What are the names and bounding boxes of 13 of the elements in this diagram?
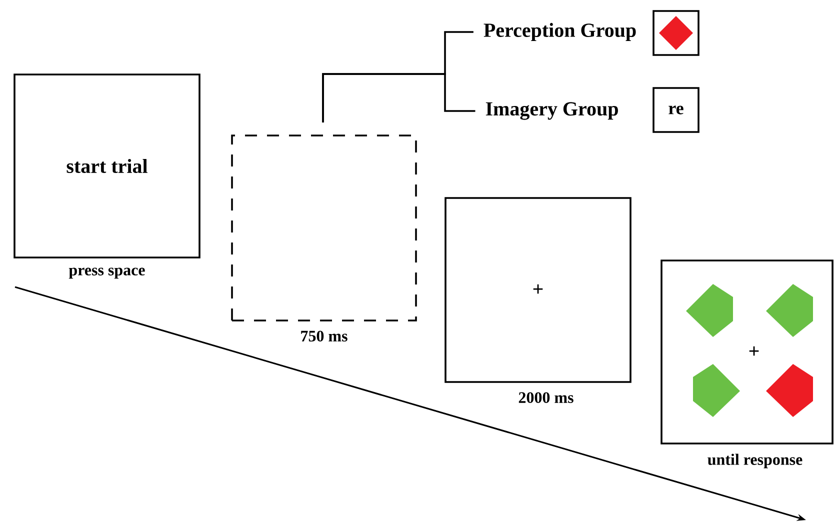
duration-label: 2000 ms — [518, 392, 574, 403]
blank-screen-box — [231, 134, 417, 322]
cue-box — [652, 10, 700, 56]
duration-label: press space — [68, 268, 145, 279]
fixation-screen-box: + — [444, 197, 632, 383]
cue-box: re — [652, 87, 700, 133]
duration-label: until response — [708, 454, 802, 468]
screen-box: start trial — [14, 74, 200, 258]
group-label: Perception Group — [484, 22, 636, 42]
duration-label: 750 ms — [301, 330, 348, 342]
search-screen-box: + — [660, 260, 834, 444]
bracket-line — [322, 73, 476, 122]
group-label: Imagery Group — [486, 102, 618, 120]
